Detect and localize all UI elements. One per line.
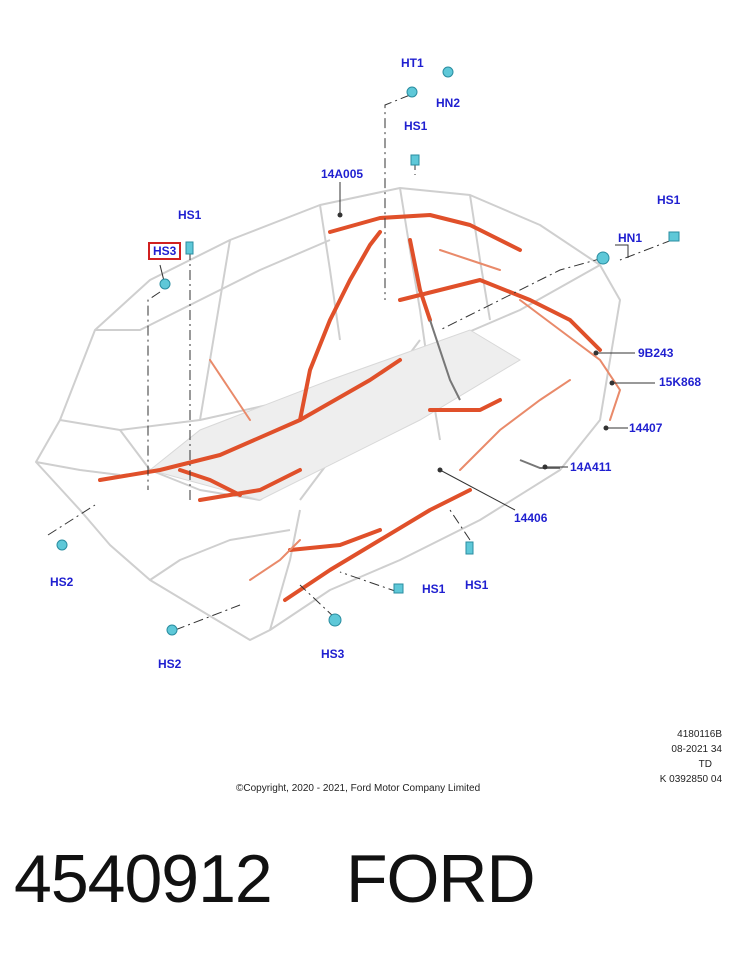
- fastener-hs3-bottom: [328, 613, 342, 627]
- callout-hs2-left: HS2: [50, 575, 74, 589]
- callout-ht1: HT1: [401, 56, 424, 70]
- leader-lines: [47, 94, 673, 631]
- callout-14a411: 14A411: [570, 460, 612, 474]
- callout-14406: 14406: [514, 511, 548, 525]
- floor-panel: [148, 329, 521, 501]
- harness-branches: [209, 249, 622, 581]
- fastener-hs1-bottom-right: [465, 541, 474, 555]
- callout-14a005: 14A005: [321, 167, 364, 181]
- fastener-hs2-left: [56, 539, 68, 551]
- secondary-harness: [429, 319, 560, 469]
- callout-9b243: 9B243: [638, 346, 674, 360]
- part-number: 4540912: [14, 841, 273, 917]
- callout-hs3-bottom: HS3: [321, 647, 345, 661]
- callout-hs1-bottom-mid: HS1: [422, 582, 446, 596]
- wiring-harness-diagram: [35, 66, 680, 641]
- connector-dots: [337, 212, 615, 473]
- fastener-hs3: [159, 278, 171, 290]
- fastener-hs1-right: [668, 231, 680, 242]
- meta-td: TD: [698, 759, 712, 770]
- callout-hn1: HN1: [618, 231, 643, 245]
- callout-hn2: HN2: [436, 96, 461, 110]
- meta-k-number: K 0392850 04: [659, 774, 722, 785]
- fastener-hn1: [596, 251, 610, 265]
- fastener-hs1-top: [410, 154, 420, 166]
- brand-name: FORD: [346, 841, 536, 917]
- meta-date-code: 08-2021 34: [671, 744, 722, 755]
- callout-hs1-right: HS1: [657, 193, 681, 207]
- callout-hs2-bottom: HS2: [158, 657, 182, 671]
- fasteners: [56, 66, 680, 636]
- fastener-hs1-bottom-mid: [393, 583, 404, 594]
- callout-hs1-left: HS1: [178, 208, 202, 222]
- fastener-hn2: [442, 66, 454, 78]
- fastener-hs2-bottom: [166, 624, 178, 636]
- meta-drawing-number: 4180116B: [677, 729, 722, 740]
- callout-15k868: 15K868: [659, 375, 702, 389]
- harness-routing: [98, 213, 602, 602]
- fastener-ht1: [406, 86, 418, 98]
- copyright-notice: ©Copyright, 2020 - 2021, Ford Motor Comp…: [236, 783, 481, 794]
- callout-hs3-highlighted: HS3: [148, 242, 182, 260]
- callout-hs1-top: HS1: [404, 119, 428, 133]
- callout-hs1-bottom-right: HS1: [465, 578, 489, 592]
- callout-14407: 14407: [629, 421, 663, 435]
- fastener-hs1-left: [185, 241, 194, 255]
